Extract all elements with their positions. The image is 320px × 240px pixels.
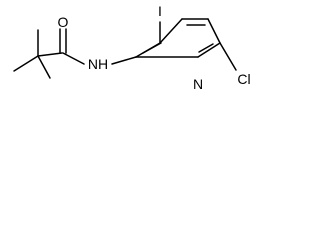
bond-nh-ring: [111, 56, 137, 65]
bond-cq-methyl-left: [13, 55, 39, 72]
chlorine-atom-label: Cl: [237, 71, 250, 87]
bond-ring-inner-c6-n1: [198, 43, 214, 53]
bond-ring-c5-c6: [207, 18, 221, 44]
bond-cq-carbonyl: [37, 52, 63, 57]
bond-cq-methyl-right: [37, 55, 51, 79]
bond-c6-chlorine: [219, 42, 237, 71]
amide-nh-label: NH: [88, 56, 108, 72]
bond-ring-c6-n1: [197, 42, 221, 58]
oxygen-atom-label: O: [58, 14, 69, 30]
ring-nitrogen-label: N: [193, 76, 203, 92]
structure-diagram: O NH I N Cl: [13, 3, 251, 92]
iodine-atom-label: I: [158, 3, 162, 19]
bond-ring-inner-c2-c3: [142, 42, 162, 54]
bond-carbonyl-nh: [62, 52, 85, 65]
bond-ring-c3-c4: [159, 18, 183, 44]
